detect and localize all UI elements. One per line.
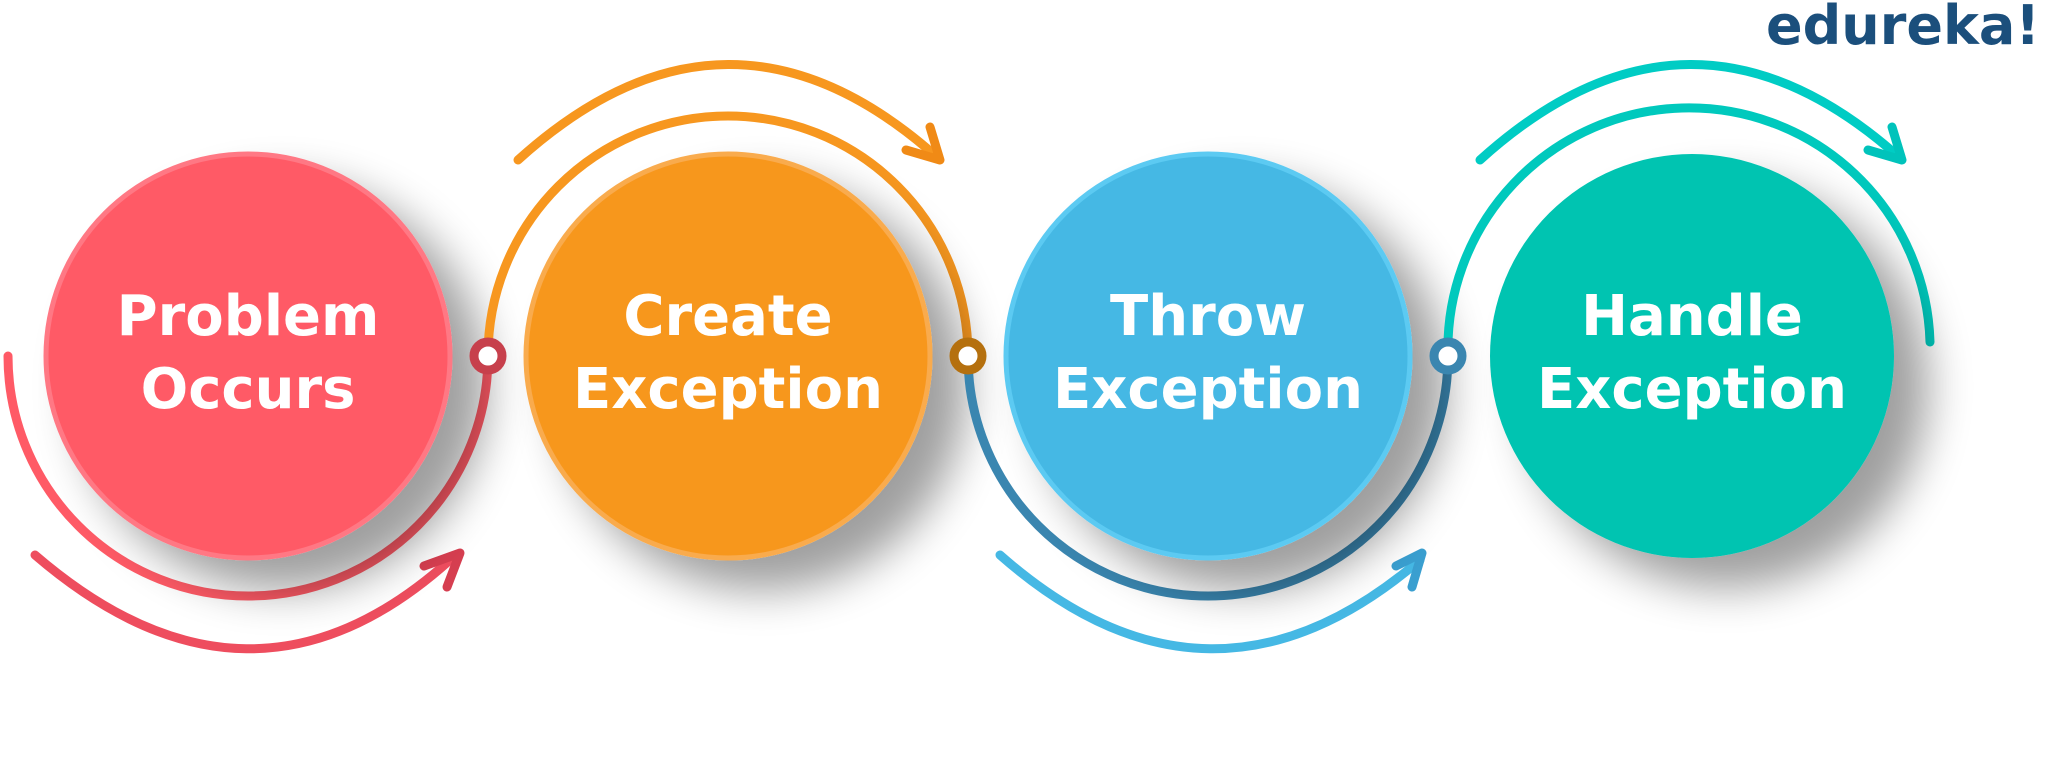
step-4-label-line2: Exception: [1537, 357, 1847, 422]
step-2-arrow-arc: [513, 60, 943, 165]
step-3-label-line1: Throw: [1110, 284, 1306, 349]
step-handle-exception: Handle Exception: [1443, 60, 1935, 558]
step-1-arrowhead-icon: [419, 548, 465, 592]
step-2-label-line2: Exception: [573, 357, 883, 422]
step-1-track: [3, 351, 493, 601]
step-1-arrow-arc: [30, 550, 455, 654]
step-3-label-line2: Exception: [1053, 357, 1363, 422]
edureka-logo: edureka!: [1766, 0, 2040, 57]
step-throw-exception: Throw Exception: [963, 151, 1453, 654]
connector-ring-1: [469, 337, 507, 375]
step-4-track: [1443, 103, 1935, 361]
step-1-label-line2: Occurs: [141, 357, 356, 422]
connector-ring-2: [949, 337, 987, 375]
step-3-circle: [1003, 151, 1413, 561]
step-problem-occurs: Problem Occurs: [3, 151, 493, 654]
step-1-circle: [43, 151, 453, 561]
step-2-circle: [523, 151, 933, 561]
step-2-label-line1: Create: [623, 284, 832, 349]
connector-ring-3: [1429, 337, 1467, 375]
step-4-arrowhead-icon: [1863, 122, 1907, 165]
step-2-track: [483, 111, 973, 361]
step-4-label-line1: Handle: [1581, 284, 1803, 349]
step-4-circle: [1490, 154, 1894, 558]
step-1-label-line1: Problem: [117, 284, 380, 349]
step-3-arrow-arc: [995, 550, 1425, 654]
step-3-track: [963, 351, 1453, 601]
step-create-exception: Create Exception: [483, 60, 973, 561]
step-4-arrow-arc: [1475, 60, 1905, 165]
step-3-arrowhead-icon: [1391, 548, 1427, 592]
step-2-arrowhead-icon: [901, 122, 945, 165]
